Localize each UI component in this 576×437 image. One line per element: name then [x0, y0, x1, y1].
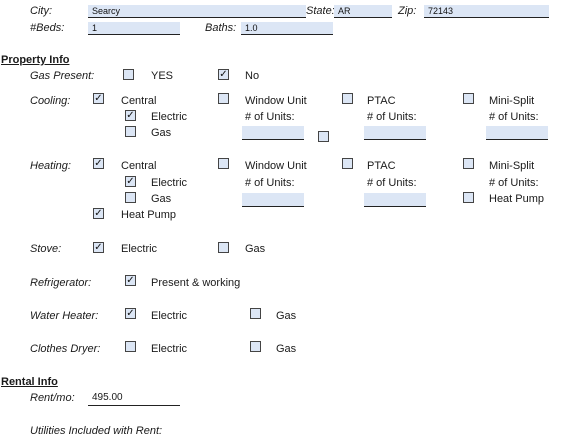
- heating-mini-split-units-label: # of Units:: [489, 177, 539, 189]
- cooling-extra-checkbox[interactable]: [318, 131, 329, 142]
- stove-gas-checkbox[interactable]: [218, 242, 229, 253]
- gas-present-yes-label: YES: [151, 70, 174, 82]
- heating-heat-pump-extra-checkbox[interactable]: [463, 192, 474, 203]
- cooling-gas-checkbox[interactable]: [125, 126, 136, 137]
- heating-window-units-label: # of Units:: [245, 177, 295, 189]
- stove-label: Stove:: [30, 243, 62, 255]
- state-label: State:: [306, 5, 335, 17]
- zip-label: Zip:: [398, 5, 417, 17]
- heating-window-unit-label: Window Unit: [245, 160, 307, 172]
- water-heater-electric-checkbox[interactable]: [125, 308, 136, 319]
- rent-field[interactable]: 495.00: [88, 390, 180, 406]
- cooling-electric-label: Electric: [151, 111, 188, 123]
- heating-ptac-checkbox[interactable]: [342, 158, 353, 169]
- cooling-window-units-label: # of Units:: [245, 111, 295, 123]
- cooling-gas-label: Gas: [151, 127, 172, 139]
- water-heater-gas-checkbox[interactable]: [250, 308, 261, 319]
- gas-present-no-label: No: [245, 70, 260, 82]
- stove-electric-checkbox[interactable]: [93, 242, 104, 253]
- cooling-ptac-units-field[interactable]: [364, 126, 426, 140]
- clothes-dryer-electric-label: Electric: [151, 343, 188, 355]
- cooling-mini-split-units-field[interactable]: [486, 126, 548, 140]
- refrigerator-option-label: Present & working: [151, 277, 241, 289]
- heating-electric-label: Electric: [151, 177, 188, 189]
- heating-gas-checkbox[interactable]: [125, 192, 136, 203]
- beds-label: #Beds:: [30, 22, 65, 34]
- heating-window-units-field[interactable]: [242, 193, 304, 207]
- heating-heat-pump-extra-label: Heat Pump: [489, 193, 545, 205]
- cooling-window-unit-label: Window Unit: [245, 95, 307, 107]
- heating-central-checkbox[interactable]: [93, 158, 104, 169]
- property-info-heading: Property Info: [1, 54, 70, 66]
- stove-gas-label: Gas: [245, 243, 266, 255]
- clothes-dryer-gas-label: Gas: [276, 343, 297, 355]
- clothes-dryer-gas-checkbox[interactable]: [250, 341, 261, 352]
- cooling-central-checkbox[interactable]: [93, 93, 104, 104]
- state-field[interactable]: AR: [334, 5, 392, 18]
- cooling-label: Cooling:: [30, 95, 71, 107]
- zip-field[interactable]: 72143: [424, 5, 549, 18]
- city-field[interactable]: Searcy: [88, 5, 306, 18]
- rent-label: Rent/mo:: [30, 392, 75, 404]
- heating-heat-pump-checkbox[interactable]: [93, 208, 104, 219]
- heating-ptac-units-label: # of Units:: [367, 177, 417, 189]
- refrigerator-label: Refrigerator:: [30, 277, 92, 289]
- baths-field[interactable]: 1.0: [241, 22, 333, 35]
- heating-ptac-units-field[interactable]: [364, 193, 426, 207]
- utilities-label: Utilities Included with Rent:: [30, 425, 163, 437]
- heating-gas-label: Gas: [151, 193, 172, 205]
- heating-ptac-label: PTAC: [367, 160, 396, 172]
- cooling-ptac-label: PTAC: [367, 95, 396, 107]
- water-heater-label: Water Heater:: [30, 310, 99, 322]
- heating-heat-pump-label: Heat Pump: [121, 209, 177, 221]
- gas-present-no-checkbox[interactable]: [218, 69, 229, 80]
- cooling-window-units-field[interactable]: [242, 126, 304, 140]
- heating-electric-checkbox[interactable]: [125, 176, 136, 187]
- stove-electric-label: Electric: [121, 243, 158, 255]
- cooling-mini-split-label: Mini-Split: [489, 95, 535, 107]
- gas-present-label: Gas Present:: [30, 70, 95, 82]
- gas-present-yes-checkbox[interactable]: [123, 69, 134, 80]
- cooling-window-unit-checkbox[interactable]: [218, 93, 229, 104]
- heating-window-unit-checkbox[interactable]: [218, 158, 229, 169]
- water-heater-electric-label: Electric: [151, 310, 188, 322]
- heating-mini-split-checkbox[interactable]: [463, 158, 474, 169]
- rental-info-heading: Rental Info: [1, 376, 58, 388]
- cooling-mini-split-units-label: # of Units:: [489, 111, 539, 123]
- refrigerator-checkbox[interactable]: [125, 275, 136, 286]
- cooling-ptac-units-label: # of Units:: [367, 111, 417, 123]
- heating-mini-split-label: Mini-Split: [489, 160, 535, 172]
- baths-label: Baths:: [205, 22, 237, 34]
- cooling-ptac-checkbox[interactable]: [342, 93, 353, 104]
- beds-field[interactable]: 1: [88, 22, 180, 35]
- heating-central-label: Central: [121, 160, 157, 172]
- clothes-dryer-label: Clothes Dryer:: [30, 343, 101, 355]
- cooling-electric-checkbox[interactable]: [125, 110, 136, 121]
- cooling-mini-split-checkbox[interactable]: [463, 93, 474, 104]
- clothes-dryer-electric-checkbox[interactable]: [125, 341, 136, 352]
- city-label: City:: [30, 5, 52, 17]
- cooling-central-label: Central: [121, 95, 157, 107]
- water-heater-gas-label: Gas: [276, 310, 297, 322]
- heating-label: Heating:: [30, 160, 71, 172]
